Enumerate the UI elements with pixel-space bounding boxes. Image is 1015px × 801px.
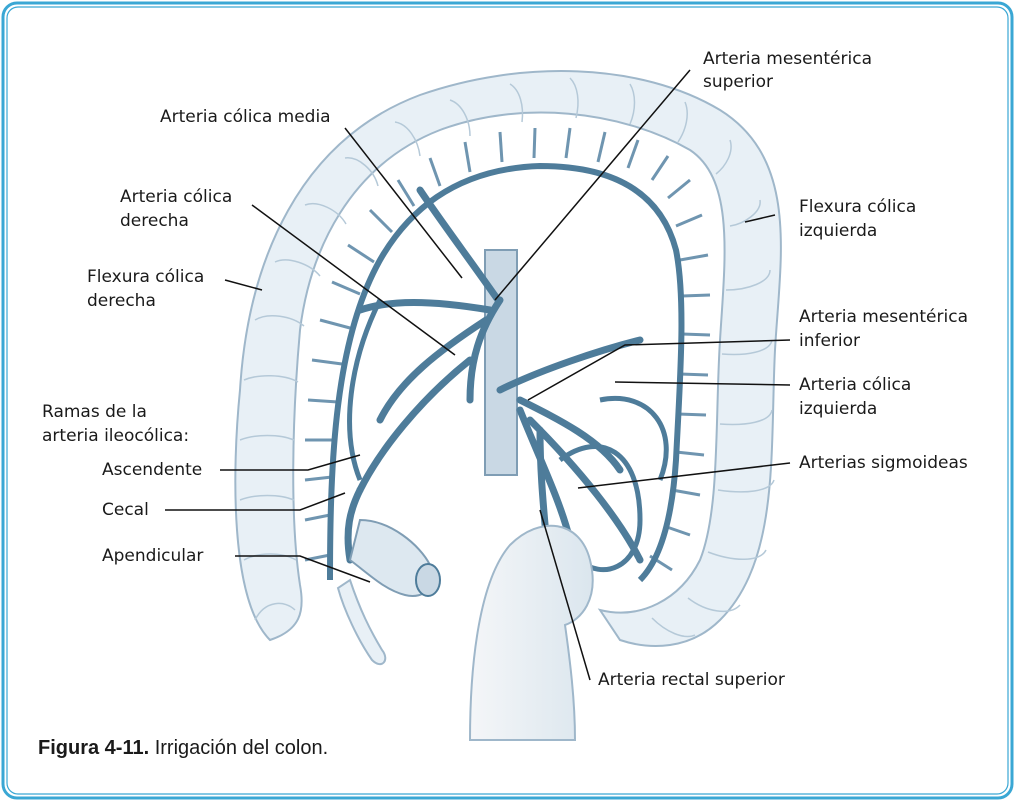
label-arterias-sigmoideas: Arterias sigmoideas	[799, 451, 968, 475]
label-ascendente: Ascendente	[102, 458, 202, 482]
label-arteria-colica-derecha-1: Arteria cólica	[120, 185, 232, 209]
label-cecal: Cecal	[102, 498, 149, 522]
label-ramas-ileocolica-2: arteria ileocólica:	[42, 424, 189, 448]
label-arteria-colica-media: Arteria cólica media	[160, 105, 331, 129]
rectum	[470, 526, 593, 740]
ileum-lumen	[416, 564, 440, 596]
label-arteria-mesenterica-superior-2: superior	[703, 70, 773, 94]
label-ramas-ileocolica-1: Ramas de la	[42, 400, 147, 424]
label-arteria-mesenterica-superior-1: Arteria mesentérica	[703, 47, 872, 71]
label-arteria-mesenterica-inferior-1: Arteria mesentérica	[799, 305, 968, 329]
label-flexura-colica-derecha-1: Flexura cólica	[87, 265, 204, 289]
label-arteria-mesenterica-inferior-2: inferior	[799, 329, 860, 353]
label-arteria-colica-izquierda-1: Arteria cólica	[799, 373, 911, 397]
appendix	[338, 580, 385, 664]
label-arteria-colica-izquierda-2: izquierda	[799, 397, 877, 421]
figure-number: Figura 4-11.	[38, 737, 149, 759]
label-apendicular: Apendicular	[102, 544, 203, 568]
label-flexura-colica-derecha-2: derecha	[87, 289, 156, 313]
label-arteria-colica-derecha-2: derecha	[120, 209, 189, 233]
label-flexura-colica-izquierda-1: Flexura cólica	[799, 195, 916, 219]
figure-caption: Figura 4-11. Irrigación del colon.	[38, 737, 328, 760]
label-flexura-colica-izquierda-2: izquierda	[799, 219, 877, 243]
figure-caption-text: Irrigación del colon.	[149, 737, 328, 759]
label-arteria-rectal-superior: Arteria rectal superior	[598, 668, 785, 692]
